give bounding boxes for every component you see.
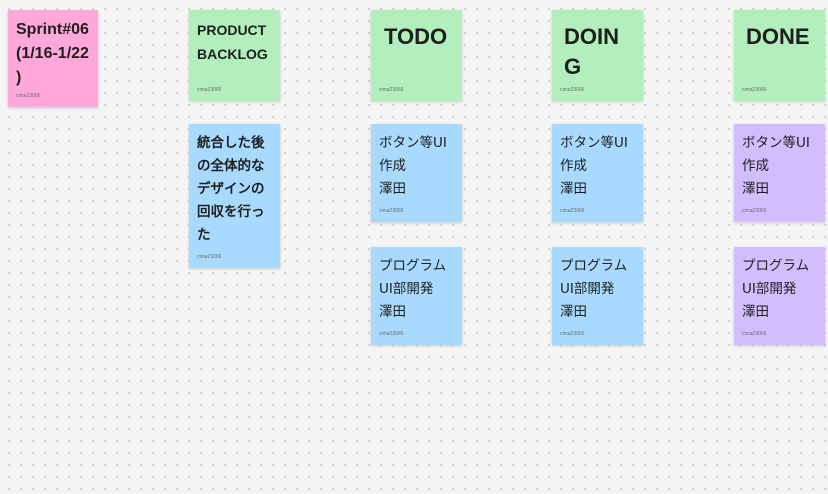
sticky-author: cima23066 <box>197 254 222 260</box>
done-card-sticky[interactable]: ボタン等UI 作成 澤田 cima23066 <box>734 124 825 222</box>
sticky-author: cima23066 <box>560 208 585 214</box>
sticky-author: cima23066 <box>379 87 404 93</box>
done-header-sticky[interactable]: DONE cima23066 <box>734 10 825 101</box>
doing-title: DOING <box>564 24 619 79</box>
doing-card-text: ボタン等UI 作成 澤田 <box>560 135 628 197</box>
doing-header-sticky[interactable]: DOING cima23066 <box>552 10 643 101</box>
sprint-sticky[interactable]: Sprint#06 (1/16-1/22 ) cima23066 <box>8 10 98 107</box>
todo-header-sticky[interactable]: TODO cima23066 <box>371 10 462 101</box>
product-backlog-header-sticky[interactable]: PRODUCT BACKLOG cima23066 <box>189 10 280 101</box>
sticky-author: cima23066 <box>742 208 767 214</box>
doing-card-sticky[interactable]: ボタン等UI 作成 澤田 cima23066 <box>552 124 643 222</box>
sticky-author: cima23066 <box>560 87 585 93</box>
sticky-author: cima23066 <box>379 208 404 214</box>
done-card-text: プログラム UI部開発 澤田 <box>742 258 810 320</box>
doing-card-text: プログラム UI部開発 澤田 <box>560 258 628 320</box>
done-card-text: ボタン等UI 作成 澤田 <box>742 135 810 197</box>
sticky-author: cima23066 <box>742 87 767 93</box>
sticky-author: cima23066 <box>560 331 585 337</box>
sticky-author: cima23066 <box>379 331 404 337</box>
sprint-title: Sprint#06 (1/16-1/22 ) <box>16 21 89 86</box>
todo-card-sticky[interactable]: ボタン等UI 作成 澤田 cima23066 <box>371 124 462 222</box>
sticky-author: cima23066 <box>742 331 767 337</box>
sticky-author: cima23066 <box>16 93 41 99</box>
doing-card-sticky[interactable]: プログラム UI部開発 澤田 cima23066 <box>552 247 643 345</box>
todo-card-text: プログラム UI部開発 澤田 <box>379 258 447 320</box>
product-backlog-title: PRODUCT BACKLOG <box>197 22 268 62</box>
backlog-card-text: 統合した後 の全体的な デザインの 回収を行っ た <box>197 135 265 243</box>
todo-card-sticky[interactable]: プログラム UI部開発 澤田 cima23066 <box>371 247 462 345</box>
todo-title: TODO <box>384 24 448 49</box>
done-card-sticky[interactable]: プログラム UI部開発 澤田 cima23066 <box>734 247 825 345</box>
sticky-author: cima23066 <box>197 87 222 93</box>
backlog-card-sticky[interactable]: 統合した後 の全体的な デザインの 回収を行っ た cima23066 <box>189 124 280 268</box>
todo-card-text: ボタン等UI 作成 澤田 <box>379 135 447 197</box>
done-title: DONE <box>746 24 810 49</box>
